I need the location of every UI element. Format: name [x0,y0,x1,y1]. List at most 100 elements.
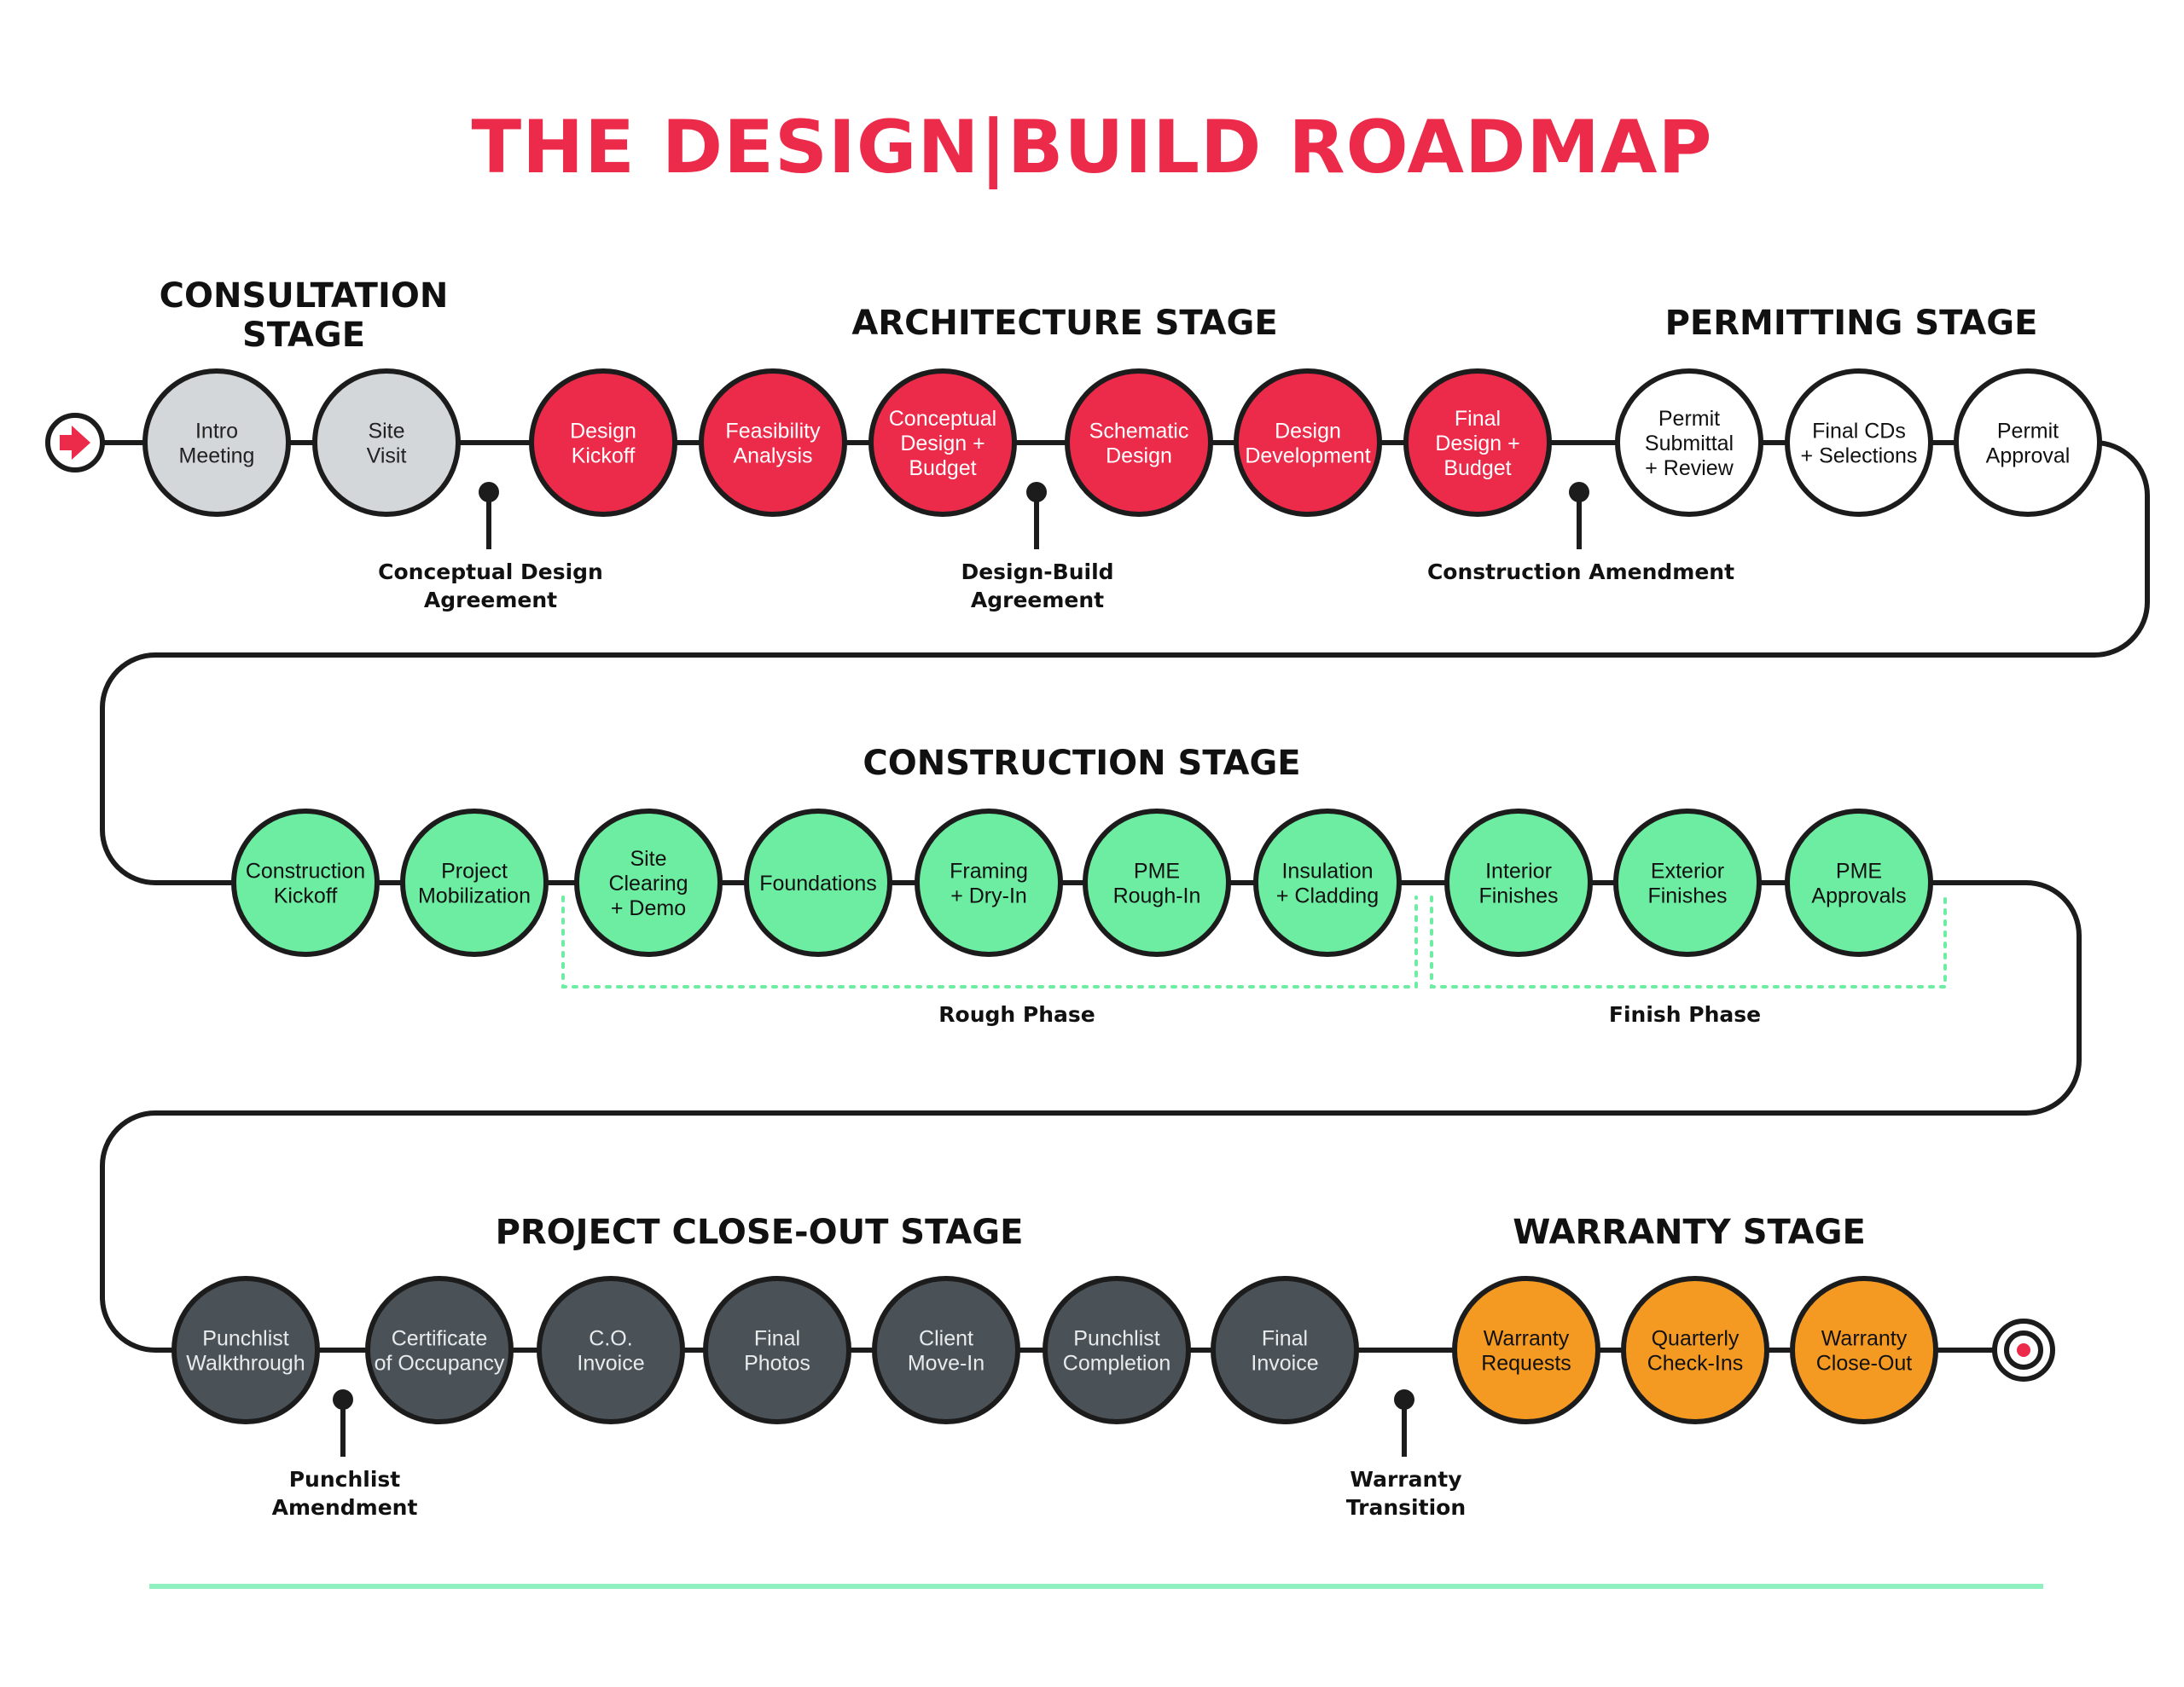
node-circle-construction [1253,809,1402,957]
milestone: Construction Amendment [1427,482,1734,584]
node-label: Permit [1997,420,2059,443]
node-label: Development [1245,444,1370,468]
page-title: THE DESIGN|BUILD ROADMAP [471,105,1712,190]
stage-label-consultation: CONSULTATION [160,276,449,316]
node-label: Approval [1986,444,2071,468]
node-circle-consultation [312,368,461,517]
node-circle-construction [1444,809,1593,957]
milestone-label: Construction Amendment [1427,559,1734,584]
node-circle-permitting [1785,368,1933,517]
node-label: Warranty [1484,1327,1570,1351]
node-label: Client [919,1327,973,1351]
node-label: Framing [950,860,1028,884]
node-label: PME [1134,860,1180,884]
node-label: Design [1275,420,1341,443]
node-circle-construction [915,809,1063,957]
node-label: Analysis [733,444,812,468]
node-circle-construction [574,809,723,957]
milestone-pin-icon [333,1389,353,1410]
milestone-label: Warranty [1350,1467,1461,1492]
node-label: Schematic [1089,420,1189,443]
node-label: Design [1106,444,1172,468]
node-label: Site [368,420,404,443]
milestone-pin-icon [1026,482,1047,502]
milestone-label: Design-Build [961,559,1113,584]
stage-label-architecture: ARCHITECTURE STAGE [851,304,1277,343]
node-label: Exterior [1651,860,1724,884]
node-label: Final CDs [1812,420,1906,443]
node-label: Kickoff [572,444,636,468]
node-label: Kickoff [274,884,338,908]
node-label: Conceptual [889,407,996,431]
node-circle-closeout [1211,1276,1359,1424]
node-label: + Selections [1801,444,1918,468]
endpoint-icons [45,413,2055,1382]
node-label: of Occupancy [375,1352,505,1376]
node-label: Punchlist [1073,1327,1159,1351]
node-label: Clearing [608,872,688,896]
milestone-label: Agreement [424,588,557,612]
node-circle-closeout [171,1276,320,1424]
node-label: Design + [900,432,985,455]
node-circle-closeout [1043,1276,1191,1424]
node-label: + Cladding [1276,884,1379,908]
milestone-label: Agreement [971,588,1104,612]
node-label: Permit [1658,407,1720,431]
node-label: Rough-In [1113,884,1201,908]
node-label: Feasibility [725,420,821,443]
node-label: Mobilization [418,884,531,908]
node-label: Photos [744,1352,810,1376]
node-label: Quarterly [1652,1327,1740,1351]
node-label: Design [570,420,636,443]
node-circle-construction [231,809,380,957]
milestone-label: Punchlist [289,1467,401,1492]
node-circle-construction [1613,809,1762,957]
node-label: Insulation [1281,860,1373,884]
node-label: Finishes [1478,884,1558,908]
node-circle-closeout [365,1276,514,1424]
milestone-label: Amendment [272,1495,418,1520]
milestone-label: Transition [1346,1495,1466,1520]
node-label: Walkthrough [186,1352,305,1376]
node-circle-closeout [537,1276,685,1424]
phase-bracket: Finish Phase [1430,896,1947,1027]
node-label: Invoice [577,1352,644,1376]
node-circle-construction [400,809,549,957]
stage-label-closeout: PROJECT CLOSE-OUT STAGE [496,1213,1024,1252]
node-label: Finishes [1647,884,1727,908]
node-label: Visit [367,444,407,468]
node-label: Interior [1485,860,1552,884]
node-circle-architecture [1403,368,1552,517]
node-circle-architecture [699,368,847,517]
target-icon [1992,1319,2055,1382]
node-circle-warranty [1621,1276,1769,1424]
node-label: Meeting [179,444,255,468]
stage-label-warranty: WARRANTY STAGE [1513,1213,1866,1252]
phase-bracket-line [1430,896,1947,988]
node-label: Final [1455,407,1501,431]
milestone-label: Conceptual Design [378,559,603,584]
node-label: Submittal [1645,432,1734,455]
node-label: Project [441,860,508,884]
node-label: Completion [1063,1352,1170,1376]
node-label: Warranty [1821,1327,1908,1351]
node-label: Close-Out [1816,1352,1913,1376]
